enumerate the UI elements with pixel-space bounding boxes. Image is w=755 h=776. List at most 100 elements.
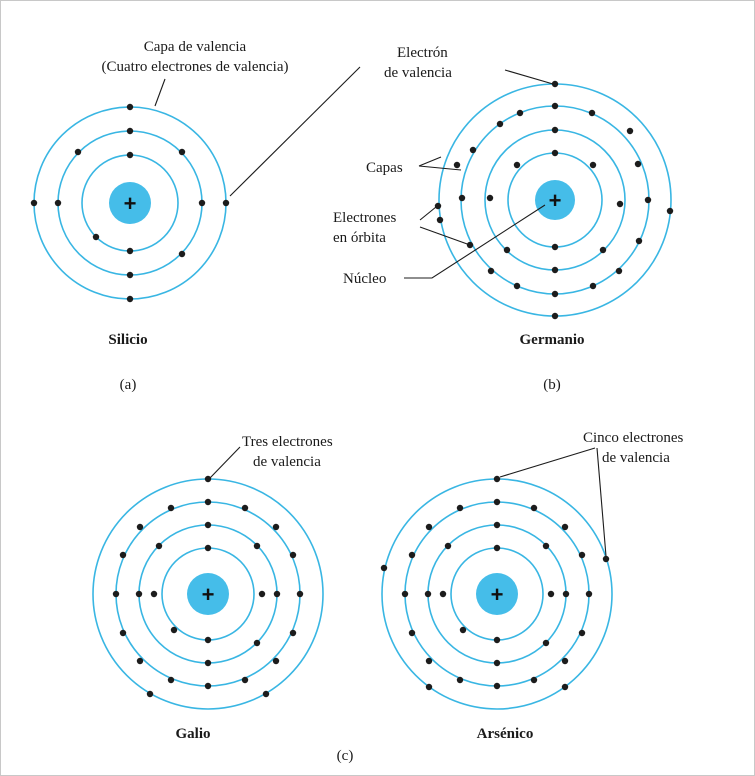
electron <box>551 126 559 134</box>
silicon-nucleus-plus: + <box>124 191 137 216</box>
electron <box>493 521 501 529</box>
electron <box>178 250 186 258</box>
electron <box>241 676 249 684</box>
electron <box>561 657 569 665</box>
electron <box>458 194 466 202</box>
valence-electron <box>425 683 433 691</box>
electron <box>578 551 586 559</box>
electron <box>167 504 175 512</box>
electron <box>530 676 538 684</box>
electron <box>589 282 597 290</box>
electron <box>634 160 642 168</box>
electron <box>469 146 477 154</box>
orbiting-electrons-label: Electrones <box>333 210 396 226</box>
electron <box>198 199 206 207</box>
orbiting-electrons-leader-1 <box>419 206 437 221</box>
electron <box>585 590 593 598</box>
electron <box>503 246 511 254</box>
electron <box>92 233 100 241</box>
gallium-label: Galio <box>175 726 210 742</box>
valence-electron <box>602 555 610 563</box>
arsenic-label: Arsénico <box>477 726 534 742</box>
electron <box>150 590 158 598</box>
gallium-nucleus-plus: + <box>202 582 215 607</box>
electron <box>551 80 559 88</box>
electron <box>119 551 127 559</box>
electron <box>493 544 501 552</box>
silicon-germanium-leader <box>229 66 361 197</box>
shells-leader-2 <box>418 165 462 171</box>
electron <box>551 149 559 157</box>
electron <box>425 523 433 531</box>
electron <box>551 266 559 274</box>
valence-shell-label: Capa de valencia <box>144 39 247 55</box>
electron <box>167 676 175 684</box>
valence-electron <box>222 199 230 207</box>
valence-electron-label: Electrón <box>397 45 448 61</box>
electron <box>136 657 144 665</box>
five-valence-electrons-label: Cinco electrones <box>583 430 684 446</box>
electron <box>408 629 416 637</box>
silicon-atom: + Silicio (a) <box>30 103 230 393</box>
electron <box>496 120 504 128</box>
valence-electron-sublabel: de valencia <box>384 65 452 81</box>
gallium-nucleus <box>187 573 229 615</box>
electron <box>635 237 643 245</box>
arsenic-electrons <box>380 475 610 691</box>
electron <box>599 246 607 254</box>
electron <box>551 290 559 298</box>
valence-electron <box>30 199 38 207</box>
valence-electron <box>436 216 444 224</box>
valence-electron <box>146 690 154 698</box>
electron <box>513 161 521 169</box>
shells-label: Capas <box>366 160 403 176</box>
electron <box>289 629 297 637</box>
germanium-nucleus-plus: + <box>549 188 562 213</box>
electron <box>289 551 297 559</box>
electron <box>547 590 555 598</box>
orbiting-electrons-leader-2 <box>419 226 471 246</box>
electron <box>616 200 624 208</box>
three-valence-electrons-sublabel: de valencia <box>253 454 321 470</box>
electron <box>424 590 432 598</box>
electron <box>456 676 464 684</box>
electron <box>253 542 261 550</box>
orbiting-electrons-sublabel: en órbita <box>333 230 386 246</box>
electron <box>561 523 569 531</box>
electron <box>487 267 495 275</box>
electron <box>272 657 280 665</box>
valence-electron-leader <box>504 69 554 85</box>
electron <box>258 590 266 598</box>
electron <box>74 148 82 156</box>
three-valence-electrons-label: Tres electrones <box>242 434 333 450</box>
electron <box>551 102 559 110</box>
electron <box>493 498 501 506</box>
electron <box>439 590 447 598</box>
gallium-electrons <box>112 475 304 698</box>
electron <box>456 504 464 512</box>
nucleus-label: Núcleo <box>343 271 386 287</box>
five-valence-electrons-leader-1 <box>499 447 596 478</box>
electron <box>135 590 143 598</box>
electron <box>542 639 550 647</box>
electron <box>126 151 134 159</box>
valence-electron <box>380 564 388 572</box>
electron <box>551 243 559 251</box>
electron <box>204 636 212 644</box>
electron <box>486 194 494 202</box>
electron <box>204 521 212 529</box>
shells-leader-1 <box>418 156 442 167</box>
electron <box>434 202 442 210</box>
electron <box>126 247 134 255</box>
arsenic-atom: + <box>380 475 613 742</box>
electron <box>493 636 501 644</box>
electron <box>615 267 623 275</box>
electron <box>493 682 501 690</box>
nucleus-leader <box>404 204 546 279</box>
valence-electron <box>561 683 569 691</box>
arsenic-nucleus-plus: + <box>491 582 504 607</box>
electron <box>204 544 212 552</box>
electron <box>401 590 409 598</box>
valence-electron <box>551 312 559 320</box>
